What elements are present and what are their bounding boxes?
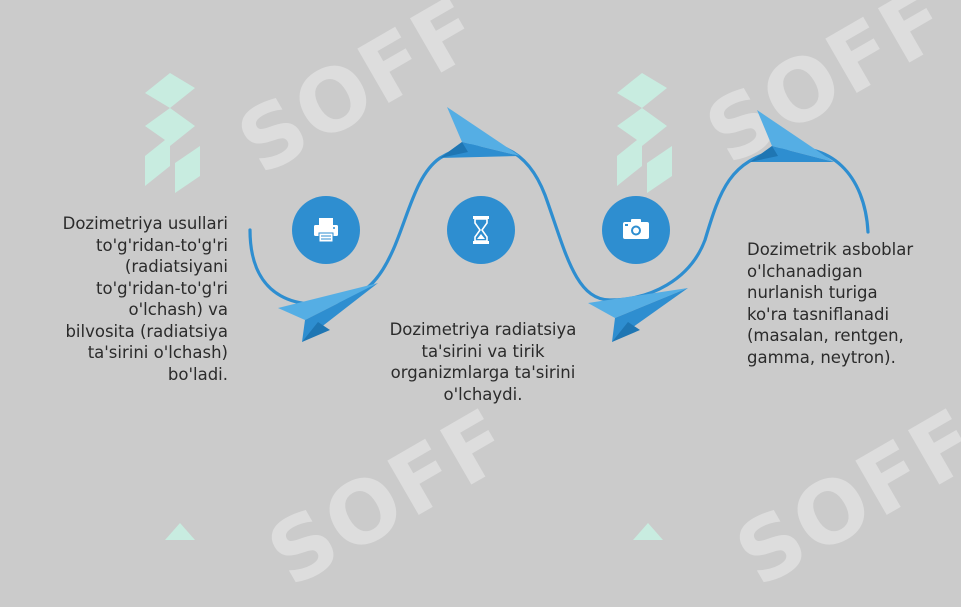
step-1-description: Dozimetriya usullari to'g'ridan-to'g'ri … [62,214,228,384]
camera-icon [623,219,649,239]
paper-plane-icon [588,288,688,342]
paper-plane-icon [440,107,520,158]
diagram-slide: SOFF SOFF SOFF SOFF [62,0,961,607]
paper-plane-icon [278,283,378,342]
watermark-logo [165,523,195,540]
step-3-description: Dozimetrik asboblar o'lchanadigan nurlan… [747,240,914,367]
step-1-icon-circle [292,196,360,264]
paper-plane-icon [750,110,834,162]
printer-icon [314,218,338,243]
step-3-icon-circle [602,196,670,264]
step-2-icon-circle [447,196,515,264]
step-2-description: Dozimetriya radiatsiya ta'sirini va tiri… [389,320,577,404]
hourglass-icon [473,216,489,244]
watermark-logo [145,73,200,193]
watermark-logo [617,73,672,193]
watermark-logo [633,523,663,540]
